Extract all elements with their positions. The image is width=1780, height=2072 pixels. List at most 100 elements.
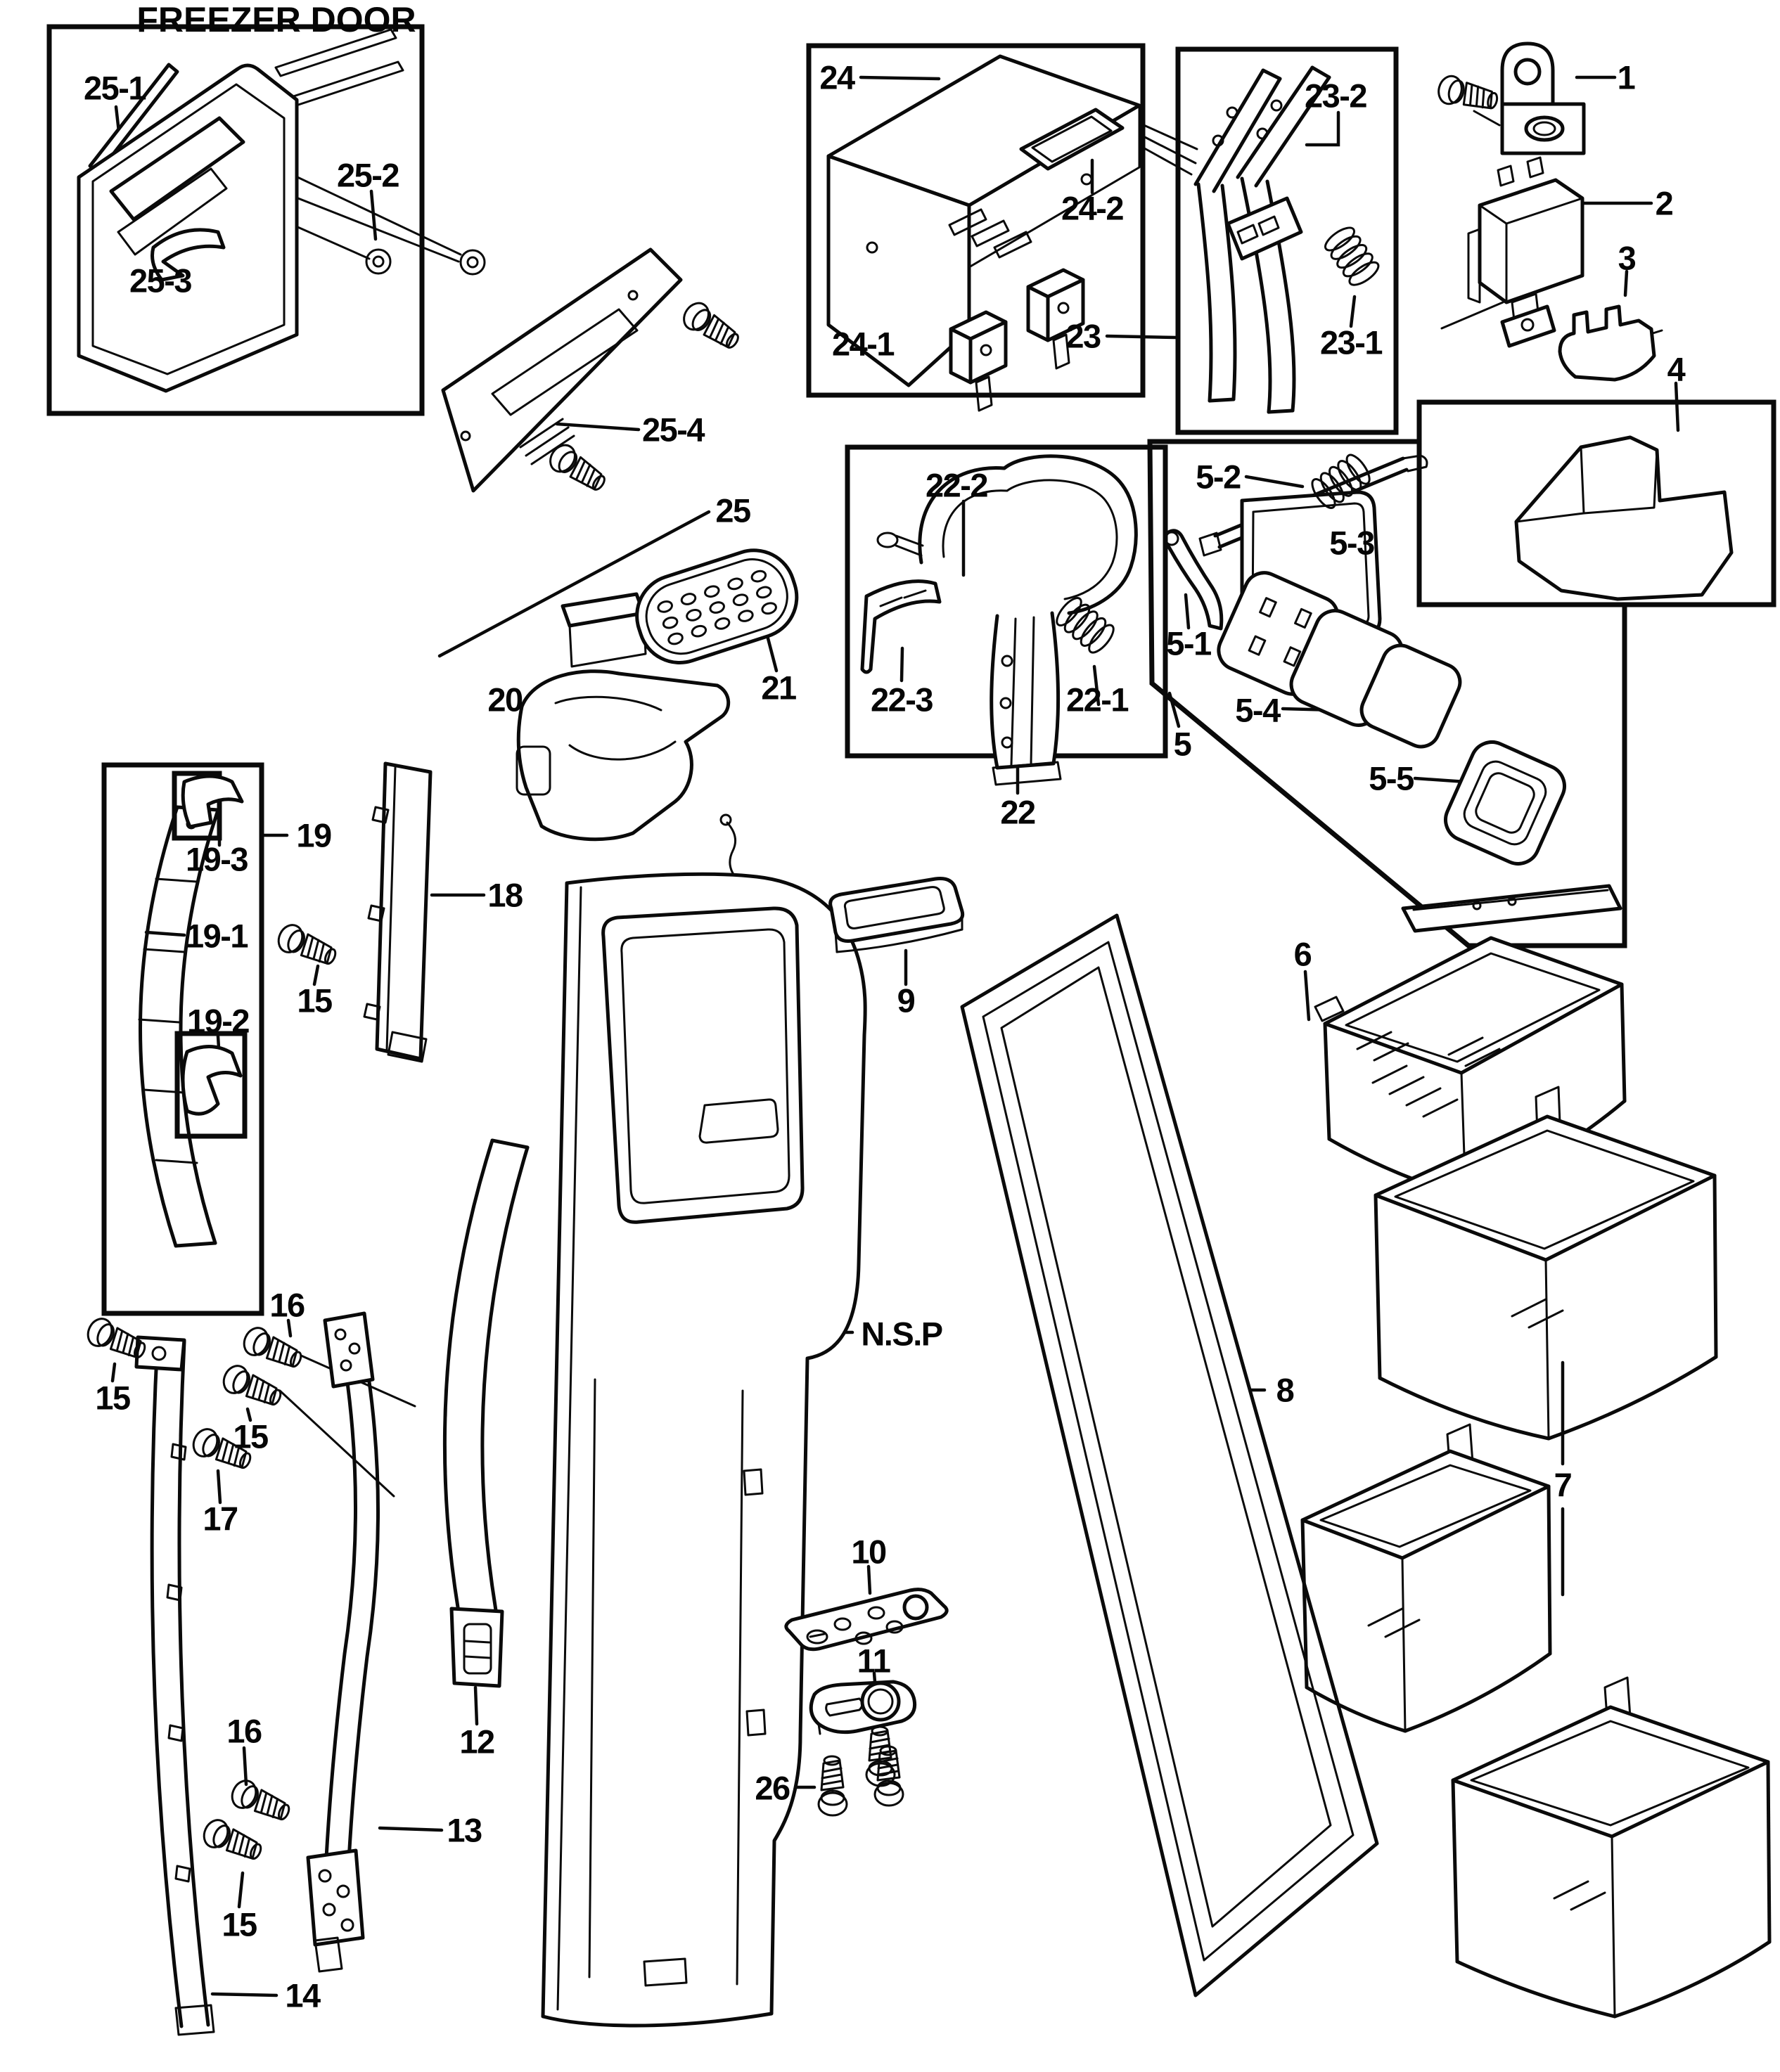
labels: FREEZER DOOR 25-1 25-2 25-3 25-4 25 2 4 2… — [84, 0, 1686, 2014]
label-22: 22 — [1000, 794, 1035, 831]
label-2: 2 — [1656, 185, 1673, 222]
label-4: 4 — [1667, 351, 1686, 388]
part-24-1-switch — [949, 310, 1008, 412]
screw-16 — [238, 1323, 307, 1376]
part-12-door-handle — [442, 1138, 530, 1688]
part-6-door-bin-upper — [1314, 884, 1627, 1199]
label-1: 1 — [1618, 59, 1635, 96]
part-5-latch-assy — [1163, 450, 1566, 866]
box-19-3-inset — [172, 771, 222, 841]
box-24-control-housing — [806, 43, 1146, 398]
part-7-door-bin-b — [1300, 1423, 1552, 1733]
part-14-side-trim — [134, 1335, 215, 2036]
label-5-3: 5-3 — [1329, 525, 1374, 562]
part-nsp-freezer-door-panel — [541, 813, 867, 2028]
part-19-2-end-cap — [181, 1044, 243, 1116]
label-23-1: 23-1 — [1320, 324, 1382, 361]
label-15: 15 — [297, 982, 332, 1019]
grommet-2 — [459, 249, 486, 276]
part-19-handle-trim — [138, 774, 244, 1248]
part-1-hinge-bracket — [1434, 41, 1586, 155]
part-24-control-housing — [826, 54, 1198, 412]
label-23-2: 23-2 — [1305, 77, 1366, 115]
label-25-3: 25-3 — [129, 262, 191, 300]
label-22-3: 22-3 — [871, 681, 933, 719]
screw-15 — [198, 1815, 267, 1868]
screw-15 — [82, 1313, 151, 1367]
label-nsp: N.S.P — [861, 1315, 942, 1353]
part-7-door-bin-a — [1374, 1086, 1718, 1441]
screw-15 — [273, 920, 341, 973]
part-3-relay-cover-clip — [1558, 304, 1656, 382]
label-22-1: 22-1 — [1066, 681, 1128, 719]
part-11-hinge-bushing — [809, 1680, 917, 1735]
box-19-2-inset — [174, 1031, 248, 1139]
box-4-cover — [1416, 399, 1776, 607]
screw-16 — [226, 1775, 295, 1829]
screw — [1434, 72, 1502, 117]
switch-2 — [1026, 268, 1085, 370]
part-4-hinge-cover — [1514, 435, 1734, 601]
label-20: 20 — [487, 681, 523, 719]
part-22-3-flap — [860, 579, 942, 674]
part-2-relay — [1467, 156, 1584, 348]
part-19-3-end-cap — [181, 774, 244, 829]
label-25-2: 25-2 — [337, 157, 399, 194]
label-19: 19 — [296, 817, 331, 854]
label-18: 18 — [487, 877, 523, 914]
label-13: 13 — [447, 1812, 482, 1849]
part-7-door-bin-c — [1451, 1676, 1772, 2019]
part-23-2-lever-arm — [1236, 65, 1314, 179]
part-10-hinge-plate — [784, 1588, 949, 1652]
label-22-2: 22-2 — [926, 467, 987, 504]
label-14: 14 — [285, 1977, 321, 2014]
box-19-handle-kit — [101, 762, 264, 1316]
part-21-drip-tray — [635, 548, 799, 665]
drip-tray-holes — [657, 570, 777, 645]
part-22-2-chute-frame — [918, 454, 1138, 615]
label-5-1: 5-1 — [1166, 625, 1211, 662]
label-15: 15 — [95, 1379, 130, 1417]
label-25: 25 — [715, 492, 750, 529]
label-10: 10 — [851, 1533, 886, 1571]
part-25-2-grommet — [365, 248, 392, 275]
part-25-door-foam-assy — [77, 28, 486, 393]
box-25-freezer-door — [46, 24, 425, 416]
label-11: 11 — [857, 1642, 890, 1680]
part-25-4-dispenser-cover — [441, 247, 745, 498]
part-8-door-gasket — [960, 913, 1379, 1997]
label-24-2: 24-2 — [1061, 190, 1123, 227]
label-19-1: 19-1 — [186, 918, 248, 955]
part-18-door-rail — [363, 761, 433, 1063]
box-23-lever-kit — [1175, 46, 1399, 435]
label-6: 6 — [1294, 936, 1312, 973]
label-5-4: 5-4 — [1235, 692, 1281, 729]
label-25-1: 25-1 — [84, 70, 146, 107]
label-5-5: 5-5 — [1369, 760, 1414, 797]
label-15: 15 — [233, 1418, 268, 1455]
pad-3 — [1359, 643, 1462, 749]
label-17: 17 — [203, 1500, 238, 1538]
label-25-4: 25-4 — [642, 411, 705, 449]
label-19-3: 19-3 — [186, 841, 248, 878]
label-19-2: 19-2 — [187, 1003, 249, 1040]
part-23-1-spring — [1321, 222, 1383, 290]
part-19-1-trim — [139, 805, 179, 1248]
display-window — [1019, 108, 1125, 171]
label-7: 7 — [1554, 1467, 1572, 1504]
label-24-1: 24-1 — [832, 326, 894, 363]
screw — [677, 297, 745, 356]
part-22-1-spring — [1051, 593, 1119, 657]
label-26: 26 — [755, 1770, 790, 1807]
bin-vent-slots — [1356, 1031, 1501, 1118]
screw — [544, 439, 611, 498]
screw-26 — [817, 1755, 848, 1817]
label-16: 16 — [226, 1713, 262, 1750]
part-22-chute-assy — [860, 454, 1138, 786]
label-12: 12 — [459, 1723, 494, 1761]
diagram-title: FREEZER DOOR — [136, 0, 416, 39]
trim-strip-upper — [274, 28, 397, 77]
part-5-5-pad-frame — [1444, 740, 1566, 866]
